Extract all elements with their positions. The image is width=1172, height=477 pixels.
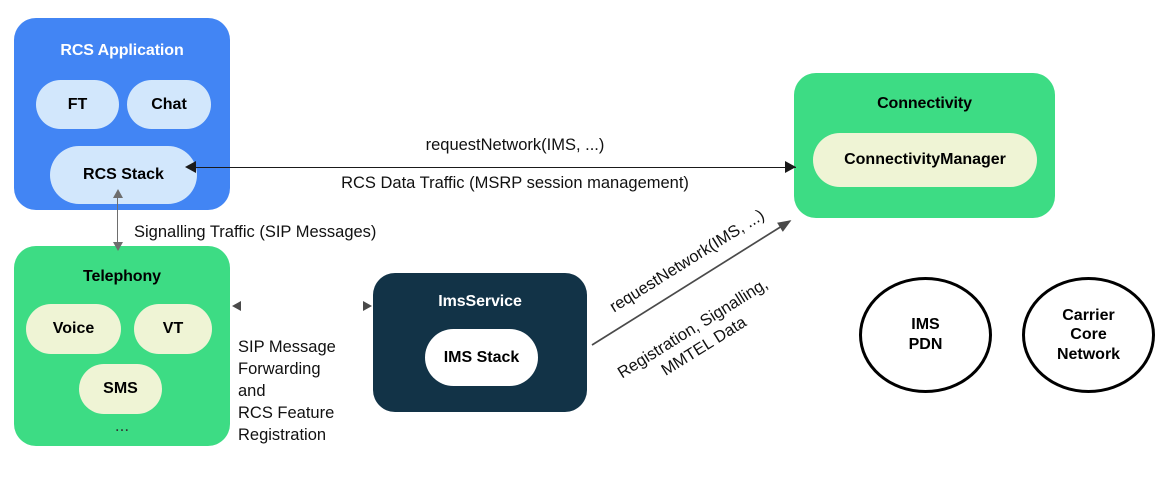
pill-rcs-stack: RCS Stack xyxy=(50,146,197,204)
connector-connectivity-arrowhead xyxy=(785,161,796,173)
pill-rcs-stack-label: RCS Stack xyxy=(83,166,164,183)
carrier-core-network-label: Carrier Core Network xyxy=(1056,306,1121,363)
pill-sms-label: SMS xyxy=(103,380,138,397)
pill-ims-stack-label: IMS Stack xyxy=(443,348,520,366)
label-rcs-data-traffic: RCS Data Traffic (MSRP session managemen… xyxy=(341,174,689,192)
connector-rcs-stack-connectivity-line xyxy=(196,167,796,168)
pill-vt: VT xyxy=(134,304,212,354)
pill-connectivity-manager: ConnectivityManager xyxy=(813,133,1037,187)
node-ims-service: ImsService IMS Stack xyxy=(373,273,587,412)
rcs-application-title: RCS Application xyxy=(60,42,184,59)
ims-service-title: ImsService xyxy=(438,293,522,310)
pill-voice-label: Voice xyxy=(52,320,95,337)
connector-telephony-arrowhead xyxy=(232,301,241,311)
label-sip-message-forwarding: SIP Message Forwarding and RCS Feature R… xyxy=(238,338,336,445)
telephony-ellipsis: ... xyxy=(114,416,130,435)
node-telephony: Telephony Voice VT SMS ... xyxy=(14,246,230,446)
connector-rcs-telephony-line xyxy=(117,196,118,244)
pill-sms: SMS xyxy=(79,364,162,414)
connector-rcs-telephony-arrowhead-down xyxy=(113,242,123,251)
connectivity-title: Connectivity xyxy=(877,95,972,112)
label-request-network-top: requestNetwork(IMS, ...) xyxy=(425,136,605,154)
pill-ft-label: FT xyxy=(67,95,88,113)
node-carrier-core-network: Carrier Core Network xyxy=(1022,277,1155,393)
connector-rcs-telephony-arrowhead-up xyxy=(113,189,123,198)
pill-ims-stack: IMS Stack xyxy=(425,329,538,386)
connector-ims-service-arrowhead xyxy=(363,301,372,311)
pill-chat: Chat xyxy=(127,80,211,129)
telephony-title: Telephony xyxy=(83,268,161,285)
node-ims-pdn: IMS PDN xyxy=(859,277,992,393)
label-signalling-traffic: Signalling Traffic (SIP Messages) xyxy=(134,223,377,241)
node-rcs-application: RCS Application FT Chat RCS Stack xyxy=(14,18,230,210)
pill-vt-label: VT xyxy=(162,320,184,337)
pill-connectivity-manager-label: ConnectivityManager xyxy=(844,151,1006,168)
ims-pdn-label: IMS PDN xyxy=(908,316,943,353)
connector-rcs-stack-arrowhead xyxy=(185,161,196,173)
pill-chat-label: Chat xyxy=(151,95,187,113)
node-connectivity: Connectivity ConnectivityManager xyxy=(794,73,1055,218)
pill-voice: Voice xyxy=(26,304,121,354)
pill-ft: FT xyxy=(36,80,119,129)
